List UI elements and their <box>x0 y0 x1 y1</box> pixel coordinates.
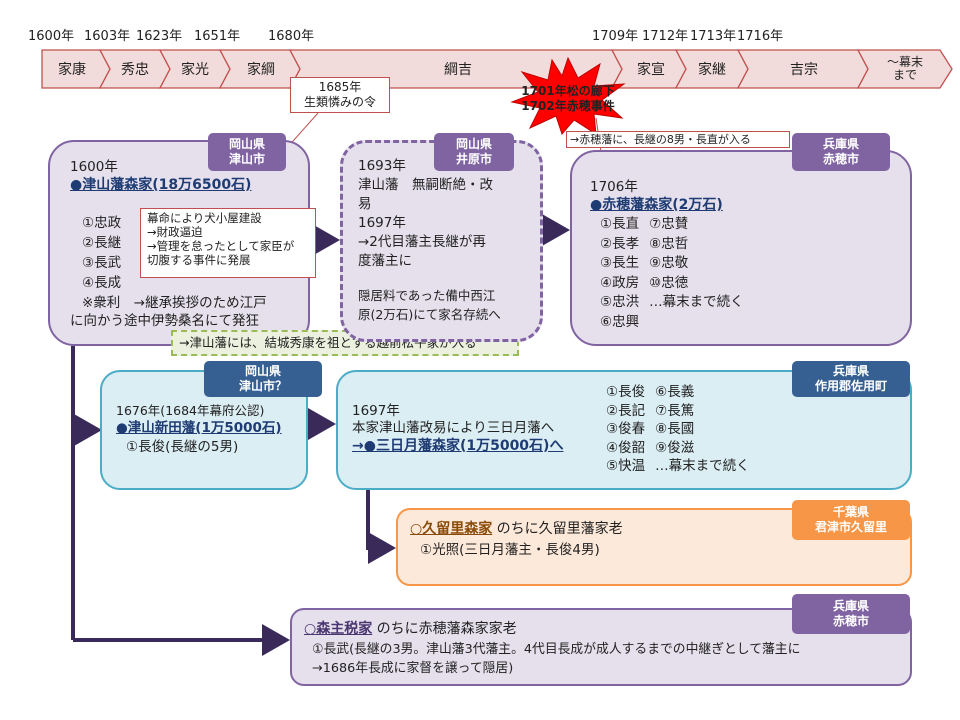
akou-year: 1706年 <box>590 179 638 195</box>
akou-lord: ⑦忠賛 <box>649 216 689 232</box>
akou-lord: ②長孝 <box>600 235 640 252</box>
year-1716: 1716年 <box>737 29 784 44</box>
year-1712: 1712年 <box>642 29 689 44</box>
ibara-line5: →2代目藩主長継が再 <box>358 234 486 250</box>
inugoya-popup: 幕命により犬小屋建設 →財政逼迫 →管理を怠ったとして家臣が 切腹する事件に発展 <box>140 208 316 278</box>
morishu-line2: →1686年長成に家督を譲って隠居) <box>312 661 514 676</box>
shogun-hidetada: 秀忠 <box>121 62 149 78</box>
mikazuki-lord: ⑦長篤 <box>655 402 695 419</box>
tsuyama-lord-3: ③長武 <box>82 255 122 271</box>
mikazuki-lord: ⑧長國 <box>655 421 695 437</box>
shinden-title: ●津山新田藩(1万5000石) <box>116 420 282 436</box>
tsuyama-lord-4: ④長成 <box>82 275 122 291</box>
akou-domain-box <box>570 150 912 346</box>
shogun-ietsugu: 家継 <box>698 62 726 78</box>
year-1600: 1600年 <box>28 29 75 44</box>
mikazuki-lord: ⑨俊滋 <box>655 439 695 456</box>
kurume-location-tag: 千葉県 君津市久留里 <box>792 500 910 540</box>
ibara-line3: 易 <box>358 196 372 212</box>
year-1603: 1603年 <box>84 29 131 44</box>
shogun-bakumatsu: 〜幕末 まで <box>886 55 923 82</box>
morishu-suffix: のちに赤穂藩森家家老 <box>376 621 517 637</box>
akou-lords-list: ①長直 ⑦忠賛 ②長孝 ⑧忠哲 ③長生 ⑨忠敬 ④政房 ⑩忠徳 ⑤忠洪 …幕末ま… <box>600 215 744 332</box>
ibara-line1: 1693年 <box>358 158 406 174</box>
shinden-location-tag: 岡山県 津山市？ <box>204 361 322 397</box>
mikazuki-lord: ③俊春 <box>606 421 646 437</box>
ibara-box <box>340 140 543 342</box>
year-1651: 1651年 <box>194 29 241 44</box>
explosion-burst-icon <box>510 56 626 135</box>
morishu-heading: ○森主税家 のちに赤穂藩森家家老 <box>304 620 517 639</box>
mikazuki-lord: ②長記 <box>606 402 646 419</box>
tsuyama-title: ●津山藩森家(18万6500石) <box>70 177 252 193</box>
ibara-line8: 原(2万石)にて家名存続へ <box>358 307 501 322</box>
mikazuki-lord: ⑥長義 <box>655 384 695 400</box>
akou-lord: ④政房 <box>600 274 640 291</box>
morishu-location-tag: 兵庫県 赤穂市 <box>792 594 910 634</box>
mikazuki-lords-list: ①長俊 ⑥長義 ②長記 ⑦長篤 ③俊春 ⑧長國 ④俊韶 ⑨俊滋 ⑤快温 …幕末ま… <box>606 383 750 476</box>
akou-lord: ⑤忠洪 <box>600 294 640 310</box>
kurume-heading: ○久留里森家 のちに久留里藩家老 <box>410 520 623 539</box>
tsuyama-lord-2: ②長継 <box>82 235 122 251</box>
akou-lord: ⑧忠哲 <box>649 235 689 252</box>
shogun-tsunayoshi: 綱吉 <box>444 62 472 78</box>
mikazuki-lord: ⑤快温 <box>606 458 646 474</box>
shinden-lord: ①長俊(長継の5男) <box>126 439 239 455</box>
akou-incident-label: 1701年松の廊下 1702年赤穂事件 <box>521 84 615 113</box>
ibara-line4: 1697年 <box>358 215 406 231</box>
shogun-yoshimune: 吉宗 <box>790 62 818 78</box>
mikazuki-year: 1697年 <box>352 403 400 419</box>
shorui-callout: 1685年 生類憐みの令 <box>290 77 390 113</box>
tsuyama-note-line1: ※衆利 →継承挨拶のため江戸 <box>82 295 267 311</box>
ibara-line7: 隠居料であった備中西江 <box>358 288 496 303</box>
akou-title: ●赤穂藩森家(2万石) <box>590 197 723 213</box>
mikazuki-lord: …幕末まで続く <box>655 458 750 474</box>
mikazuki-line: 本家津山藩改易により三日月藩へ <box>352 420 555 436</box>
ibara-location-tag: 岡山県 井原市 <box>434 133 514 171</box>
akou-enter-note: →赤穂藩に、長継の8男・長直が入る <box>566 131 790 148</box>
ibara-line2: 津山藩 無嗣断絶・改 <box>358 177 493 193</box>
morishu-title: ○森主税家 <box>304 621 373 637</box>
akou-location-tag: 兵庫県 赤穂市 <box>792 133 890 171</box>
year-1680: 1680年 <box>268 29 315 44</box>
ibara-line6: 度藩主に <box>358 253 412 269</box>
shogun-ienobu: 家宣 <box>637 62 665 78</box>
akou-lord: ①長直 <box>600 216 640 232</box>
mikazuki-lord: ④俊韶 <box>606 439 646 456</box>
akou-lord: ⑨忠敬 <box>649 255 689 271</box>
tsuyama-lord-1: ①忠政 <box>82 215 122 231</box>
year-1623: 1623年 <box>136 29 183 44</box>
shinden-year: 1676年(1684年幕府公認) <box>116 403 265 418</box>
morishu-line1: ①長武(長継の3男。津山藩3代藩主。4代目長成が成人するまでの中継ぎとして藩主に <box>312 642 801 657</box>
year-1713: 1713年 <box>690 29 737 44</box>
year-1709: 1709年 <box>592 29 639 44</box>
tsuyama-year: 1600年 <box>70 159 118 175</box>
shogun-ieyasu: 家康 <box>58 62 86 78</box>
kurume-lord: ①光照(三日月藩主・長俊4男) <box>420 542 600 558</box>
akou-lord: …幕末まで続く <box>649 294 744 310</box>
shogun-ietsuna: 家綱 <box>247 62 275 78</box>
akou-lord <box>649 313 744 333</box>
akou-lord: ⑩忠徳 <box>649 274 689 291</box>
kurume-suffix: のちに久留里藩家老 <box>496 521 623 537</box>
akou-lord: ⑥忠興 <box>600 313 640 330</box>
tsuyama-location-tag: 岡山県 津山市 <box>208 133 286 171</box>
kurume-title: ○久留里森家 <box>410 521 493 537</box>
shogun-iemitsu: 家光 <box>181 62 209 78</box>
tsuyama-note-line2: に向かう途中伊勢桑名にて発狂 <box>70 313 259 329</box>
mikazuki-title: →●三日月藩森家(1万5000石)へ <box>352 438 564 454</box>
mikazuki-lord: ①長俊 <box>606 384 646 400</box>
mikazuki-location-tag: 兵庫県 作用郡佐用町 <box>792 361 910 397</box>
akou-lord: ③長生 <box>600 255 640 271</box>
